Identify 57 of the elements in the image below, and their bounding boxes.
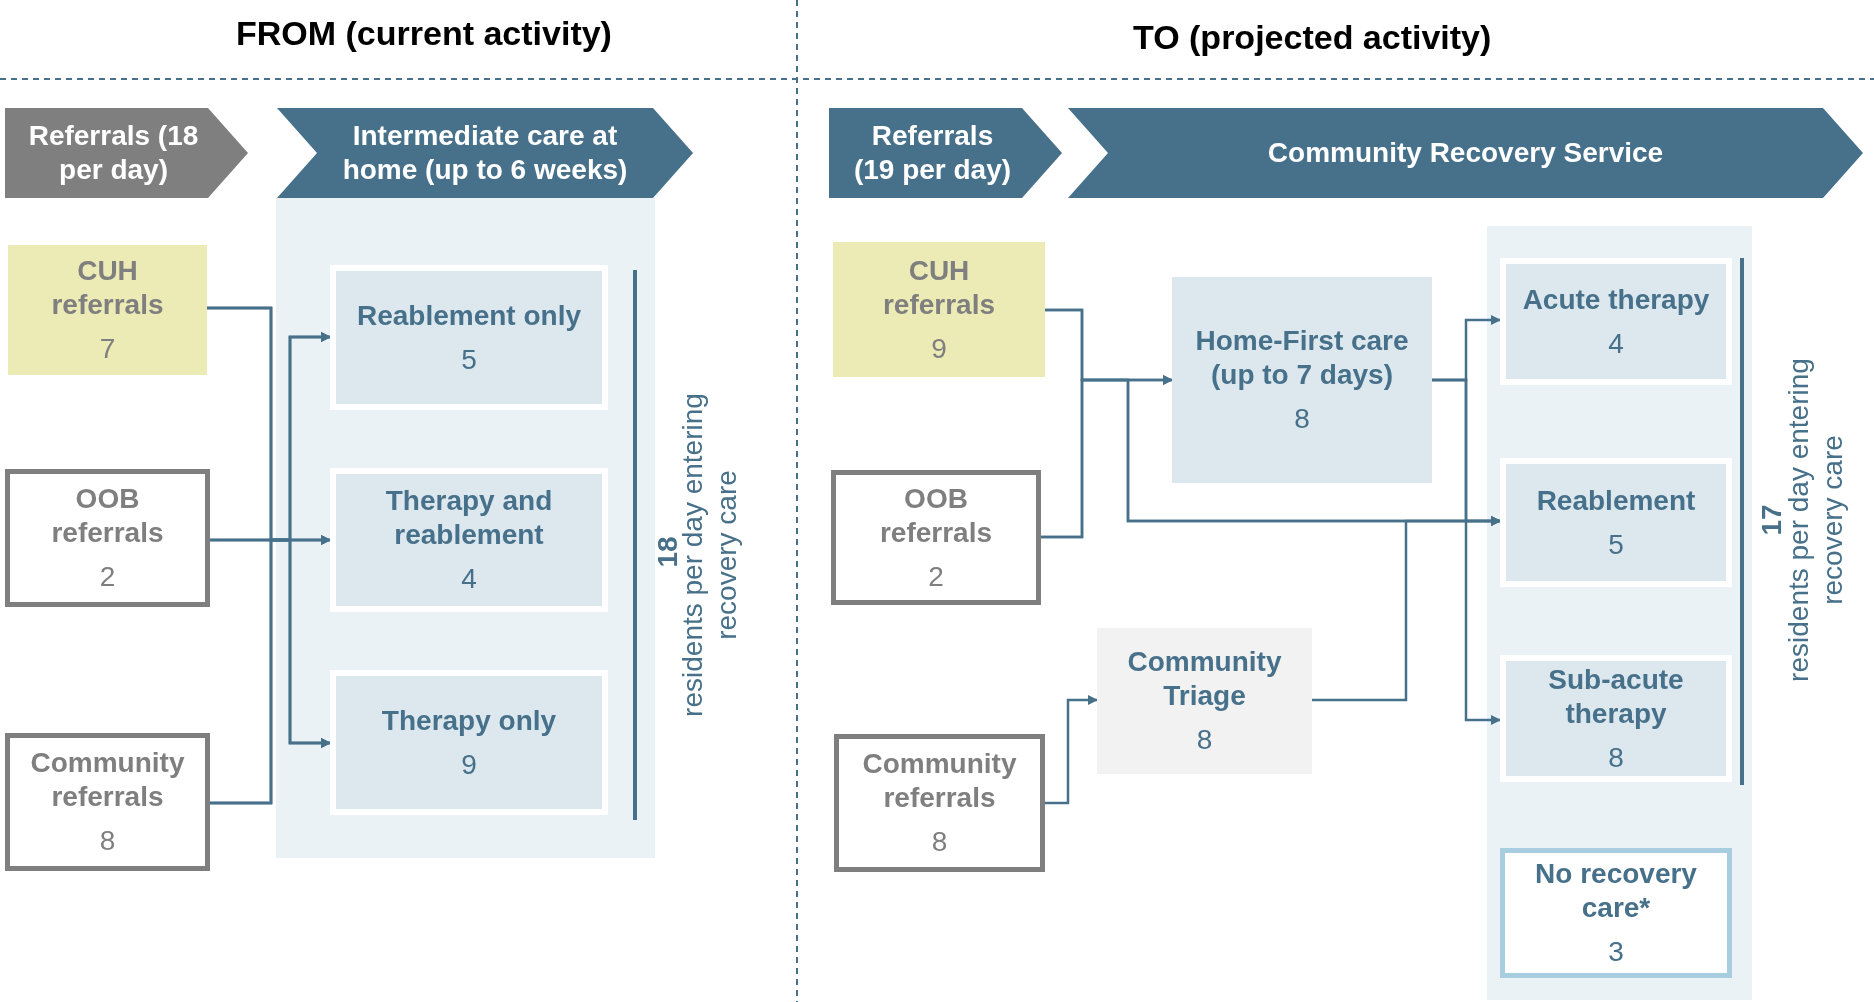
source-box: [5, 733, 210, 871]
box-title: Therapy only: [381, 703, 557, 738]
box-count: 8: [1608, 740, 1624, 775]
banner-text: Intermediate care at home (up to 6 weeks): [341, 119, 629, 187]
box-count: 8: [99, 824, 116, 858]
banner-text: Community Recovery Service: [1267, 136, 1664, 170]
box-title: Reablement only: [356, 298, 582, 333]
box-count: 5: [461, 342, 477, 377]
source-box: [834, 734, 1045, 872]
connector-arrow: [1432, 378, 1501, 725]
box-title: Therapy and reablement: [384, 484, 554, 552]
source-box: [831, 470, 1041, 605]
box-count: 8: [1294, 402, 1310, 436]
chevron-banner: [1068, 108, 1863, 198]
heading: TO (projected activity): [1133, 18, 1492, 57]
box-count: 8: [1196, 723, 1213, 757]
service-box: [330, 468, 608, 612]
source-box: [833, 242, 1045, 377]
connector-arrow: [1045, 695, 1098, 805]
box-title: OOB referrals: [50, 482, 165, 550]
box-title: Home-First care (up to 7 days): [1194, 324, 1410, 392]
box-count: 2: [928, 559, 944, 594]
banner-text: Referrals (18 per day): [27, 119, 200, 187]
box-count: 5: [1608, 527, 1624, 562]
box-title: Sub-acute therapy: [1547, 662, 1685, 731]
service-box: [330, 265, 608, 410]
banner-text: Referrals (19 per day): [852, 119, 1013, 187]
source-box: [8, 245, 207, 375]
box-count: 3: [1608, 935, 1624, 969]
box-count: 2: [99, 560, 116, 594]
service-box: [330, 670, 608, 815]
box-title: Community Triage: [1126, 645, 1283, 713]
chevron-banner: [5, 108, 248, 198]
box-title: Acute therapy: [1522, 282, 1710, 317]
box-count: 4: [461, 562, 477, 596]
service-box: [1500, 258, 1732, 385]
box-title: Community referrals: [862, 747, 1017, 815]
box-count: 9: [461, 747, 477, 782]
chevron-banner: [277, 108, 693, 198]
box-count: 8: [931, 825, 948, 859]
outcome-box: [1500, 848, 1732, 978]
service-box: [1172, 277, 1432, 483]
heading: FROM (current activity): [236, 14, 612, 53]
box-title: No recovery care*: [1534, 857, 1698, 925]
box-title: CUH referrals: [50, 254, 165, 322]
box-title: Reablement: [1536, 483, 1696, 518]
box-count: 9: [931, 331, 947, 366]
source-box: [5, 469, 210, 607]
service-box: [1500, 655, 1732, 782]
chevron-banner: [829, 108, 1062, 198]
service-box: [1500, 458, 1732, 587]
box-title: CUH referrals: [881, 253, 997, 322]
box-title: Community referrals: [30, 746, 185, 814]
box-count: 4: [1608, 326, 1624, 361]
box-title: OOB referrals: [878, 481, 994, 550]
box-count: 7: [99, 332, 116, 366]
triage-box: [1097, 628, 1312, 774]
